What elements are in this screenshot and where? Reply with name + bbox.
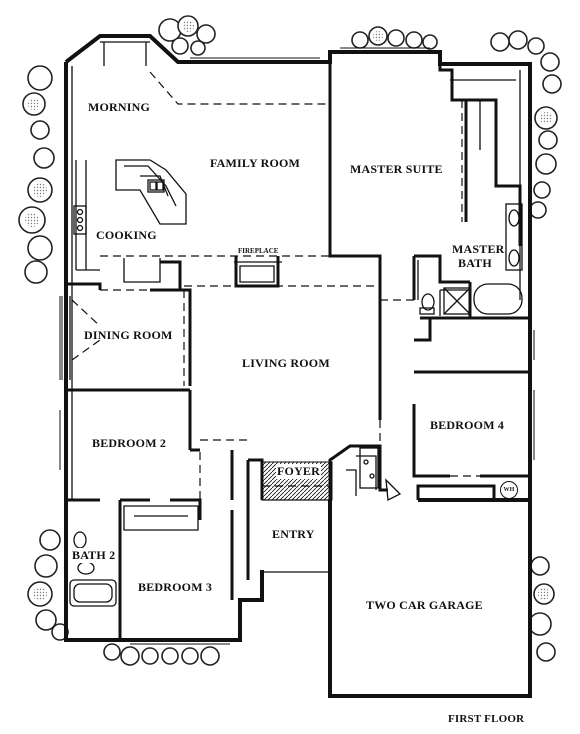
room-label-master-bath-line2: BATH bbox=[458, 256, 492, 270]
room-label-entry: ENTRY bbox=[272, 527, 315, 541]
room-label-family-room: FAMILY ROOM bbox=[210, 156, 301, 170]
water-heater-symbol: WH bbox=[500, 481, 518, 499]
interior-details bbox=[69, 41, 523, 607]
room-label-foyer: FOYER bbox=[276, 464, 321, 479]
plan-title: FIRST FLOOR bbox=[448, 713, 525, 725]
windows bbox=[59, 47, 535, 645]
room-label-bedroom-2: BEDROOM 2 bbox=[92, 436, 167, 450]
room-label-bedroom-4: BEDROOM 4 bbox=[430, 418, 505, 432]
water-heater-label: WH bbox=[503, 487, 515, 493]
room-label-bath-2: BATH 2 bbox=[72, 548, 116, 563]
room-label-master-bath-line1: MASTER bbox=[452, 242, 505, 256]
room-label-morning: MORNING bbox=[88, 100, 151, 114]
room-label-master-suite: MASTER SUITE bbox=[350, 162, 443, 176]
room-label-dining-room: DINING ROOM bbox=[84, 328, 173, 342]
label-fireplace: FIREPLACE bbox=[238, 247, 279, 255]
room-label-cooking: COOKING bbox=[96, 228, 157, 242]
room-label-garage: TWO CAR GARAGE bbox=[366, 598, 483, 612]
room-label-bedroom-3: BEDROOM 3 bbox=[138, 580, 213, 594]
shrub-texture bbox=[25, 20, 552, 601]
interior-walls bbox=[64, 62, 530, 640]
landscaping-shrubs bbox=[18, 15, 562, 666]
room-label-living-room: LIVING ROOM bbox=[242, 356, 330, 370]
